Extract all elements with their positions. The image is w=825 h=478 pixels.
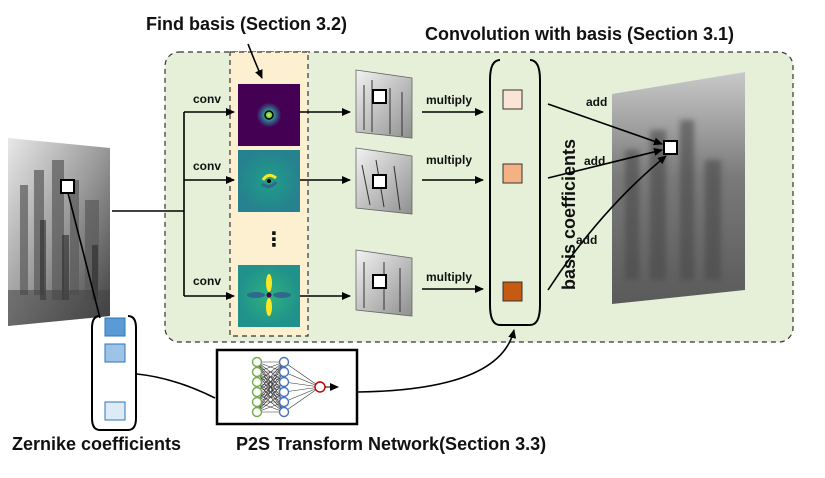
conv-label-2: conv [193, 159, 221, 173]
zernike-coef-1 [104, 317, 126, 337]
feature-map-3-pixel [372, 274, 387, 289]
add-label-1: add [586, 95, 607, 109]
coefficient-1 [502, 89, 523, 110]
coefficient-2 [502, 163, 523, 184]
zernike-coef-3 [104, 401, 126, 421]
basis-ellipsis: ⋮ [264, 229, 284, 251]
conv-label-1: conv [193, 92, 221, 106]
zernike-to-network-curve [136, 373, 216, 399]
coefficient-3 [502, 281, 523, 302]
title-to-basis-arrow [247, 43, 263, 79]
feature-map-1-pixel [372, 89, 387, 104]
output-pixel-marker [663, 140, 678, 155]
conv-branch-lines [112, 108, 235, 300]
input-to-zernike-line [67, 192, 101, 319]
p2s-title: P2S Transform Network(Section 3.3) [236, 434, 546, 454]
coefficient-bracket [489, 59, 541, 326]
zernike-coef-2 [104, 343, 126, 363]
output-blurred-image [612, 72, 745, 304]
multiply-label-3: multiply [426, 270, 472, 284]
multiply-arrows [422, 108, 484, 293]
network-icon [251, 356, 339, 418]
add-arrows [547, 103, 667, 291]
zernike-title: Zernike coefficients [12, 434, 181, 454]
add-label-3: add [576, 233, 597, 247]
multiply-label-2: multiply [426, 153, 472, 167]
network-to-coefficients-curve [357, 329, 517, 393]
zernike-bracket [91, 315, 137, 431]
basis-coefficients-label: basis coefficients [559, 139, 579, 290]
add-label-2: add [584, 154, 605, 168]
basis-image-2 [238, 150, 300, 212]
basis-to-feature-arrows [300, 108, 351, 300]
multiply-label-1: multiply [426, 93, 472, 107]
basis-image-1 [238, 84, 300, 146]
feature-map-2-pixel [372, 174, 387, 189]
find-basis-title: Find basis (Section 3.2) [146, 14, 347, 34]
basis-image-3 [238, 265, 300, 327]
convolution-title: Convolution with basis (Section 3.1) [425, 24, 734, 44]
conv-label-3: conv [193, 274, 221, 288]
input-pixel-marker [60, 179, 75, 194]
